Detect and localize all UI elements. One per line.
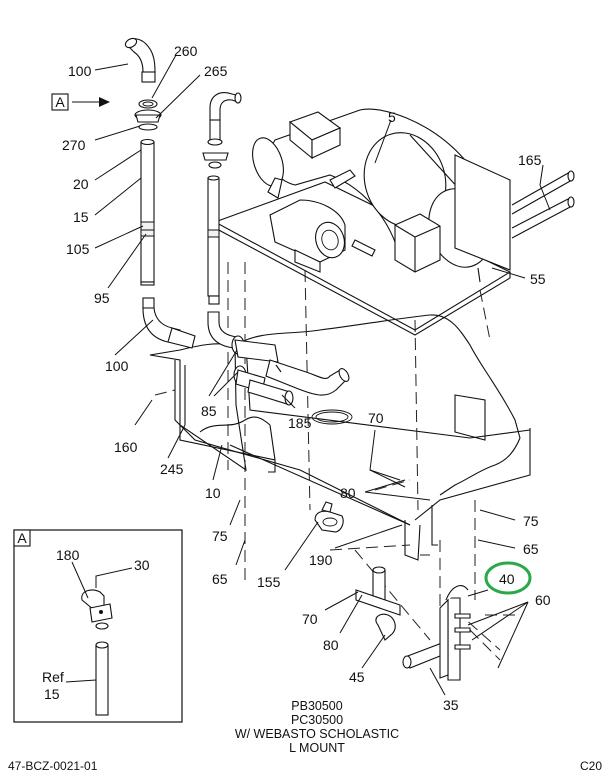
- caption-line-4: L MOUNT: [289, 741, 345, 755]
- caption-line-1: PB30500: [291, 699, 342, 713]
- callout-65-right: 65: [523, 541, 539, 557]
- callout-numbers: 100 260 265 270 20 15 105 95 100 85 160 …: [42, 43, 551, 713]
- caption-line-3: W/ WEBASTO SCHOLASTIC: [235, 727, 399, 741]
- left-hose-assembly: [124, 37, 196, 349]
- callout-15-inset: 15: [44, 686, 60, 702]
- fittings-85: [231, 335, 350, 406]
- inset-label: A: [17, 530, 27, 546]
- caption: PB30500 PC30500 W/ WEBASTO SCHOLASTIC L …: [235, 699, 399, 755]
- callout-105: 105: [66, 241, 90, 257]
- callout-70-upper: 70: [368, 410, 384, 426]
- callout-180: 180: [56, 547, 80, 563]
- callout-65-left: 65: [212, 571, 228, 587]
- callout-30: 30: [134, 557, 150, 573]
- callout-85: 85: [201, 403, 217, 419]
- view-a-indicator: A: [51, 93, 110, 111]
- leader-lines: [94, 54, 551, 696]
- callout-55: 55: [530, 271, 546, 287]
- callout-95: 95: [94, 290, 110, 306]
- callout-190: 190: [309, 552, 333, 568]
- callout-10: 10: [205, 485, 221, 501]
- footer-page-code: C20: [580, 759, 602, 773]
- callout-160: 160: [114, 439, 138, 455]
- callout-100-bottom: 100: [105, 358, 129, 374]
- pipes-165: [511, 170, 575, 239]
- callout-270: 270: [62, 137, 86, 153]
- callout-5: 5: [388, 109, 396, 125]
- clamp-155: [314, 501, 344, 533]
- callout-15: 15: [73, 209, 89, 225]
- caption-line-2: PC30500: [291, 713, 343, 727]
- heater-unit: [213, 108, 512, 336]
- callout-80-upper: 80: [340, 485, 356, 501]
- callout-75-right: 75: [523, 513, 539, 529]
- callout-245: 245: [160, 461, 184, 477]
- highlight-circle: [484, 561, 532, 595]
- callout-165: 165: [518, 152, 542, 168]
- callout-20: 20: [73, 176, 89, 192]
- callout-45: 45: [349, 669, 365, 685]
- callout-70-lower: 70: [302, 611, 318, 627]
- callout-265: 265: [204, 63, 228, 79]
- callout-75-left: 75: [212, 528, 228, 544]
- footer-drawing-number: 47-BCZ-0021-01: [8, 759, 98, 773]
- callout-80-lower: 80: [323, 637, 339, 653]
- view-a-box: [51, 93, 69, 111]
- callout-60: 60: [535, 592, 551, 608]
- callout-35: 35: [443, 697, 459, 713]
- inset-label-box: [13, 529, 31, 547]
- middle-hose-assembly: [202, 92, 242, 349]
- lower-bracket-parts: [355, 566, 471, 681]
- inset-view-a: A: [13, 529, 183, 723]
- callout-ref: Ref: [42, 669, 64, 685]
- callout-40: 40: [499, 571, 515, 587]
- callout-155: 155: [257, 574, 281, 590]
- view-a-label: A: [55, 94, 65, 110]
- callout-100-top: 100: [68, 63, 92, 79]
- callout-185: 185: [288, 415, 312, 431]
- callout-260: 260: [174, 43, 198, 59]
